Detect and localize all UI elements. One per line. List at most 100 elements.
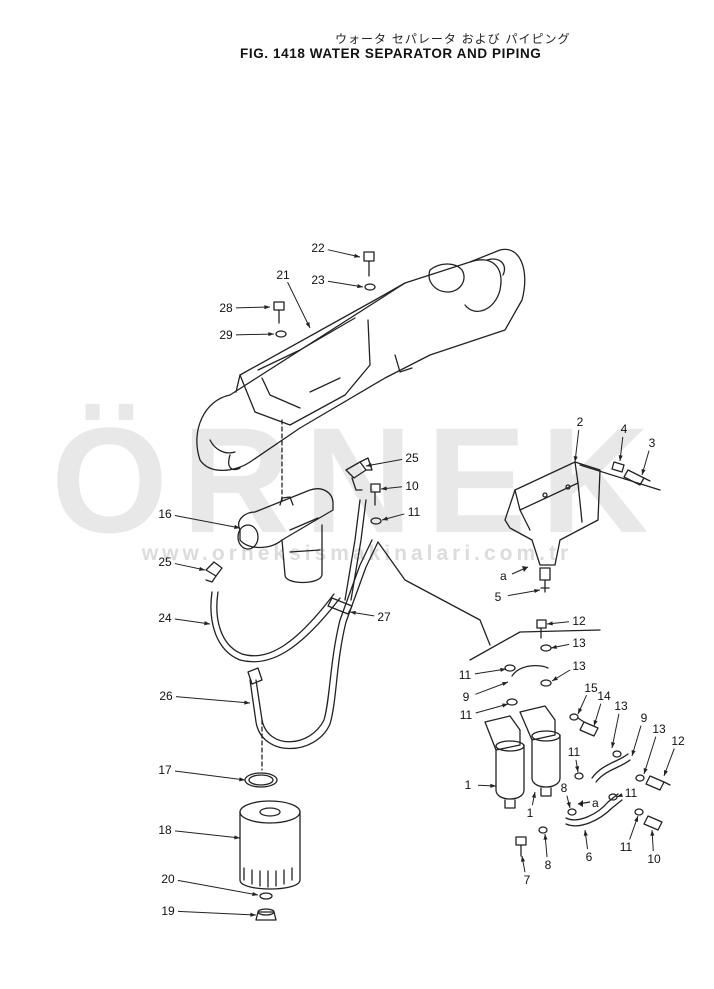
leader-arrowhead — [641, 469, 646, 475]
callout-label: 5 — [495, 590, 502, 604]
callout-label: 7 — [524, 873, 531, 887]
callout-7: 7 — [520, 855, 531, 887]
callout-18: 18 — [158, 823, 241, 840]
washer-part-11-b — [506, 698, 518, 706]
callout-11: 11 — [620, 815, 639, 854]
leader-arrowhead — [575, 766, 580, 772]
bolt-part-14 — [577, 717, 599, 737]
drain-plug-part-19 — [255, 908, 277, 921]
reference-a-upper: a — [500, 566, 529, 583]
bolt-part-12-upper — [536, 619, 547, 639]
leader-line — [174, 618, 211, 625]
pipe-part-9-right — [595, 759, 631, 783]
watermark-url: www.orneksismakinalari.com.tr — [141, 542, 572, 565]
leader-arrowhead — [520, 856, 526, 862]
callout-28: 28 — [219, 301, 271, 315]
callout-label: 11 — [625, 786, 638, 800]
callout-label: 21 — [276, 268, 290, 282]
leader-arrowhead — [618, 455, 623, 461]
washer-part-11-upper — [370, 517, 382, 525]
leader-arrowhead — [543, 834, 548, 840]
callout-label: 11 — [620, 840, 633, 854]
callout-label: 11 — [408, 505, 421, 519]
callout-label: 12 — [572, 614, 586, 628]
callout-label: 8 — [561, 781, 568, 795]
callout-8: 8 — [561, 781, 571, 809]
leader-arrowhead — [382, 516, 388, 521]
callout-label: 26 — [159, 689, 173, 703]
elbow-part-25-lower — [205, 561, 223, 583]
watermark-logo: ÖRNEK — [51, 396, 663, 564]
bolt-part-10-lower — [643, 815, 663, 831]
bolt-part-28 — [273, 301, 285, 324]
fuel-filter-part-1-right — [519, 705, 561, 797]
callout-10: 10 — [647, 829, 661, 866]
leader-line — [177, 879, 259, 896]
callout-11: 11 — [568, 745, 581, 773]
callout-label: 4 — [621, 422, 628, 436]
callout-label: 24 — [158, 611, 172, 625]
leader-line — [611, 713, 620, 749]
hose-part-24-edge — [216, 591, 335, 657]
callout-3: 3 — [641, 436, 656, 476]
callout-25: 25 — [158, 555, 206, 571]
leader-arrowhead — [547, 621, 553, 626]
callout-label: 23 — [311, 273, 325, 287]
leader-arrowhead — [357, 284, 363, 289]
leader-arrowhead — [268, 332, 274, 337]
leader-arrowhead — [643, 768, 648, 774]
washer-part-11-e — [634, 808, 644, 816]
leader-arrowhead — [631, 750, 636, 756]
water-separator-part-16 — [237, 488, 334, 584]
callout-21: 21 — [276, 268, 311, 329]
leader-arrowhead — [551, 644, 557, 649]
callout-1: 1 — [527, 791, 536, 820]
washer-part-8-b — [538, 826, 548, 834]
ref-letter-a-upper: a — [500, 569, 507, 583]
callout-2: 2 — [573, 415, 584, 463]
leader-line — [365, 458, 403, 467]
leader-arrowhead — [234, 524, 240, 529]
reference-a-lower: a — [577, 796, 599, 810]
clamp-part-27 — [327, 597, 353, 615]
callout-1: 1 — [465, 778, 497, 792]
washer-part-29 — [275, 330, 287, 338]
callout-11: 11 — [616, 786, 638, 800]
callout-label: 16 — [158, 507, 172, 521]
leader-line — [177, 910, 257, 916]
leader-arrowhead — [502, 682, 508, 686]
leader-arrowhead — [617, 792, 623, 797]
callout-label: 13 — [652, 722, 666, 736]
filter-cartridge-part-18 — [239, 800, 301, 890]
callout-8: 8 — [543, 833, 552, 872]
callout-11: 11 — [459, 667, 507, 682]
callout-19: 19 — [161, 904, 257, 918]
callout-27: 27 — [349, 610, 391, 624]
bolt-part-12-right — [645, 775, 671, 791]
watermark: ÖRNEK www.orneksismakinalari.com.tr — [51, 396, 663, 565]
callout-13: 13 — [551, 659, 586, 682]
callout-12: 12 — [546, 614, 586, 628]
callout-label: 22 — [311, 241, 325, 255]
callout-label: 12 — [671, 734, 685, 748]
callout-label: 1 — [527, 806, 534, 820]
callout-26: 26 — [159, 689, 251, 705]
leader-arrowhead — [354, 253, 360, 258]
leader-arrowhead — [593, 720, 598, 726]
callout-6: 6 — [583, 829, 593, 864]
callout-22: 22 — [311, 241, 361, 258]
leader-arrowhead — [634, 816, 639, 822]
washer-part-13-d — [635, 774, 645, 782]
callout-13: 13 — [643, 722, 666, 775]
leader-arrowhead — [250, 912, 256, 917]
callout-label: 13 — [572, 636, 586, 650]
callout-label: 25 — [158, 555, 172, 569]
callout-11: 11 — [460, 703, 509, 722]
leader-arrowhead — [531, 792, 536, 798]
bolt-part-10-upper — [370, 483, 381, 506]
manifold-part-21 — [196, 248, 526, 472]
callout-label: 3 — [649, 436, 656, 450]
washer-part-15 — [569, 713, 579, 721]
washer-part-13-b — [540, 679, 552, 687]
